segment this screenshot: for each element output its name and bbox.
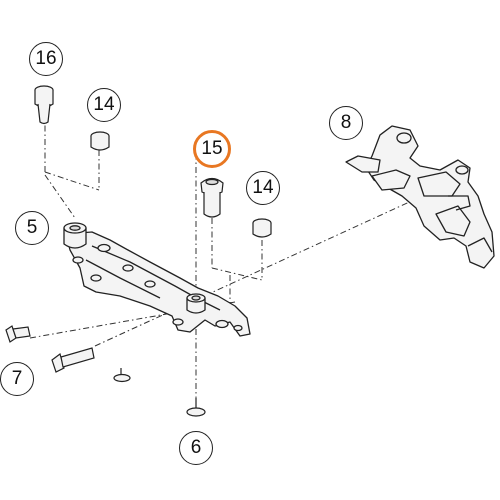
axis-bolt-lower	[94, 187, 441, 347]
callout-5: 5	[15, 211, 49, 245]
callout-14-lower: 14	[246, 171, 280, 205]
part-6-screw	[186, 398, 206, 417]
callout-6: 6	[179, 431, 213, 465]
part-7-bolts	[5, 325, 95, 373]
axis-15-diag	[211, 267, 263, 281]
callout-15-highlighted: 15	[193, 130, 231, 168]
callout-8: 8	[329, 106, 363, 140]
part-14a-grommet	[90, 131, 110, 151]
assembly-axes	[29, 112, 441, 405]
axis-16-to-5	[44, 174, 76, 219]
part-screw-small	[113, 368, 131, 383]
axis-bolt-upper	[29, 301, 236, 339]
callout-14-upper: 14	[87, 88, 121, 122]
part-15-sleeve	[200, 177, 224, 218]
part-5-bracket	[63, 222, 251, 337]
callout-16: 16	[29, 42, 63, 76]
part-16-pin	[34, 85, 54, 125]
callout-7: 7	[0, 362, 34, 396]
axis-16-diag	[44, 171, 100, 191]
part-14b-grommet	[252, 218, 272, 238]
part-8-clamp	[345, 125, 495, 269]
